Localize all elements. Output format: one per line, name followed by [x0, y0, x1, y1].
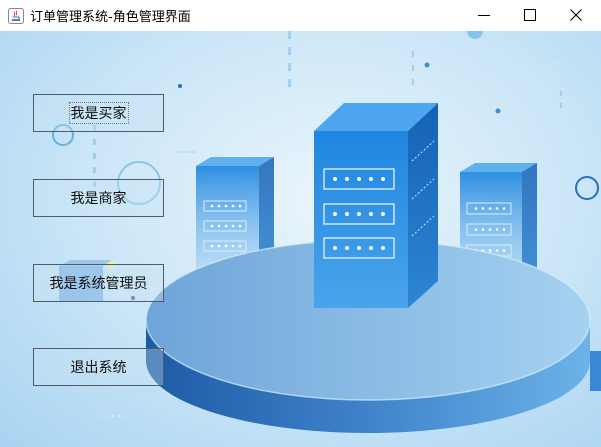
exit-system-label: 退出系统 — [70, 360, 127, 376]
maximize-button[interactable] — [507, 0, 553, 31]
java-app-icon — [8, 8, 24, 24]
admin-role-button[interactable]: 我是系统管理员 — [33, 264, 164, 302]
title-bar: 订单管理系统-角色管理界面 — [0, 0, 601, 32]
maximize-icon — [524, 9, 536, 21]
buyer-role-label: 我是买家 — [68, 102, 129, 124]
exit-system-button[interactable]: 退出系统 — [33, 348, 164, 386]
server-illustration — [10, 31, 601, 433]
close-button[interactable] — [553, 0, 599, 31]
close-icon — [570, 9, 582, 21]
minimize-button[interactable] — [461, 0, 507, 31]
admin-role-label: 我是系统管理员 — [49, 276, 148, 292]
minimize-icon — [478, 15, 490, 16]
seller-role-button[interactable]: 我是商家 — [33, 179, 164, 217]
seller-role-label: 我是商家 — [70, 191, 127, 207]
role-selection-panel: 我是买家 我是商家 我是系统管理员 退出系统 — [0, 31, 601, 447]
buyer-role-button[interactable]: 我是买家 — [33, 94, 164, 132]
window-title: 订单管理系统-角色管理界面 — [30, 10, 191, 25]
